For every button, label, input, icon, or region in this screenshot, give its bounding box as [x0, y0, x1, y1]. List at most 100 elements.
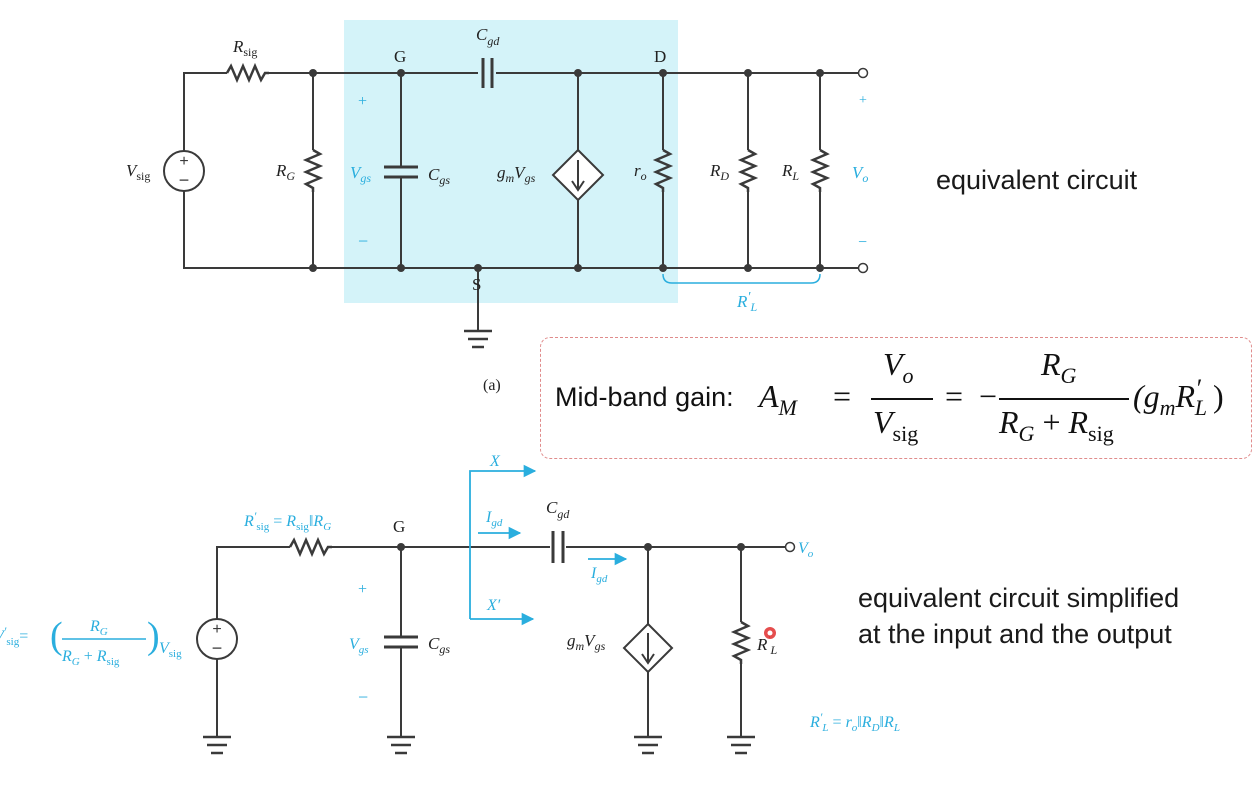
r-l-prime-bracket [662, 273, 821, 284]
r-l-prime-equation: R′L=ro‖RD‖RL [809, 710, 900, 734]
svg-text:(: ( [50, 615, 63, 657]
f2-den-b-main: R [1068, 404, 1089, 440]
v-sig-prime-equation: V′sig= ( RG RG+Rsig ) Vsig [0, 615, 182, 668]
v-sig-label: Vsig [126, 161, 150, 183]
r-sig-prime-resistor [288, 536, 332, 558]
i-gd-label-right: Igd [590, 565, 608, 585]
f2-num-main: R [1041, 346, 1061, 382]
output-terminal-bottom [857, 262, 869, 274]
tail-r-prime: ′ [1195, 374, 1201, 403]
svg-text:+: + [179, 153, 188, 170]
svg-text:RG: RG [89, 618, 108, 638]
formula-am-sub: M [778, 395, 797, 420]
r-sig-prime-equation: R′sig=Rsig‖RG [243, 509, 331, 533]
r-o-resistor [652, 148, 674, 192]
dependent-current-source [551, 148, 605, 202]
tail-g-sub: m [1159, 395, 1176, 420]
x-label: X [489, 453, 501, 470]
formula-eq1: = [833, 378, 852, 414]
ground-symbols-bottom [203, 735, 755, 755]
c-gd-label: Cgd [476, 25, 500, 48]
r-l-prime-label-bottom: R′L [756, 633, 777, 657]
mid-band-gain-formula: Mid-band gain: AM = Vo Vsig = − RG RG + … [540, 337, 1252, 459]
v-o-label: Vo [852, 163, 868, 185]
c-gs-label: Cgs [428, 165, 450, 187]
gm-vgs-label: gmVgs [497, 163, 536, 185]
bottom-caption-line1: equivalent circuit simplified [858, 583, 1180, 613]
svg-text:−: − [212, 638, 223, 658]
f1-numerator: Vo [883, 346, 914, 388]
top-caption: equivalent circuit [936, 165, 1138, 195]
formula-am-main: A [759, 378, 779, 414]
v-gs-plus: + [358, 93, 367, 110]
f1-den-main: V [873, 404, 893, 440]
v-sig-prime-source: + − [196, 618, 238, 660]
node-g-label: G [394, 47, 406, 66]
f2-num-sub: G [1060, 363, 1077, 388]
v-gs-plus-bottom: + [358, 581, 367, 598]
figure-label: (a) [483, 377, 501, 394]
output-terminal-top [857, 67, 869, 79]
svg-text:): ) [147, 615, 160, 657]
v-o-label-bottom: Vo [798, 540, 814, 560]
f2-den-plus: + [1042, 404, 1061, 440]
f2-den-a-sub: G [1018, 421, 1035, 446]
bottom-wires [216, 546, 786, 736]
node-s-label: S [472, 275, 481, 294]
bottom-circuit: + − G Cgd Cgs gm [0, 453, 900, 755]
ground-symbol [464, 329, 492, 349]
top-circuit: + − G D S [126, 20, 868, 394]
node-g-label-bottom: G [393, 517, 405, 536]
formula-prefix: Mid-band gain: [555, 382, 734, 412]
pointer-cursor-icon [764, 627, 776, 639]
formula-tail: (gmR′L) [1133, 374, 1224, 420]
dependent-current-source-bottom [622, 622, 674, 674]
f2-den-b-sub: sig [1088, 421, 1114, 446]
c-gd-label-bottom: Cgd [546, 498, 570, 521]
top-junction-dots [309, 69, 824, 272]
svg-text:RG+Rsig: RG+Rsig [61, 648, 120, 668]
tail-open: (g [1133, 378, 1160, 414]
r-sig-resistor [225, 62, 269, 84]
fet-model-highlight [344, 20, 678, 303]
bottom-junction-dots [397, 543, 745, 551]
v-gs-minus-bottom: − [358, 687, 368, 707]
tail-r-sub: L [1194, 395, 1208, 420]
tail-r: R [1175, 378, 1196, 414]
f2-numerator: RG [1041, 346, 1076, 388]
v-gs-label-bottom: Vgs [349, 636, 369, 656]
r-o-label: ro [634, 161, 647, 183]
r-d-label: RD [709, 161, 729, 183]
svg-text:+: + [212, 621, 221, 638]
r-l-resistor [809, 148, 831, 192]
formula-eq2: = [945, 378, 964, 414]
formula-am: AM [759, 378, 797, 420]
f1-den-sub: sig [892, 421, 919, 446]
r-l-prime-resistor [730, 620, 752, 664]
i-gd-label-left: Igd [485, 509, 503, 529]
top-wires [183, 72, 858, 330]
tail-close: ) [1213, 378, 1224, 414]
miller-arrows [469, 464, 628, 626]
c-gd-capacitor [481, 58, 494, 88]
bottom-caption-line2: at the input and the output [858, 619, 1172, 649]
svg-text:−: − [179, 170, 190, 190]
c-gs-capacitor [384, 165, 418, 179]
f1-num-sub: o [902, 363, 914, 388]
gm-vgs-label-bottom: gmVgs [567, 631, 606, 653]
vo-terminal [784, 541, 796, 553]
r-l-label: RL [781, 161, 799, 183]
svg-text:V′sig=: V′sig= [0, 624, 28, 648]
v-gs-minus: − [358, 231, 368, 251]
v-gs-label: Vgs [350, 163, 371, 185]
f2-den-a-main: R [999, 404, 1019, 440]
v-o-plus: + [859, 93, 867, 108]
f2-denominator: RG + Rsig [999, 404, 1114, 446]
r-g-resistor [302, 148, 324, 192]
formula-minus: − [979, 378, 998, 414]
c-gd-capacitor-bottom [551, 531, 565, 563]
r-l-prime-label: R′L [736, 290, 757, 314]
f2-fraction-bar [999, 398, 1129, 400]
x-prime-label: X′ [486, 597, 501, 614]
r-sig-label: Rsig [232, 37, 257, 59]
